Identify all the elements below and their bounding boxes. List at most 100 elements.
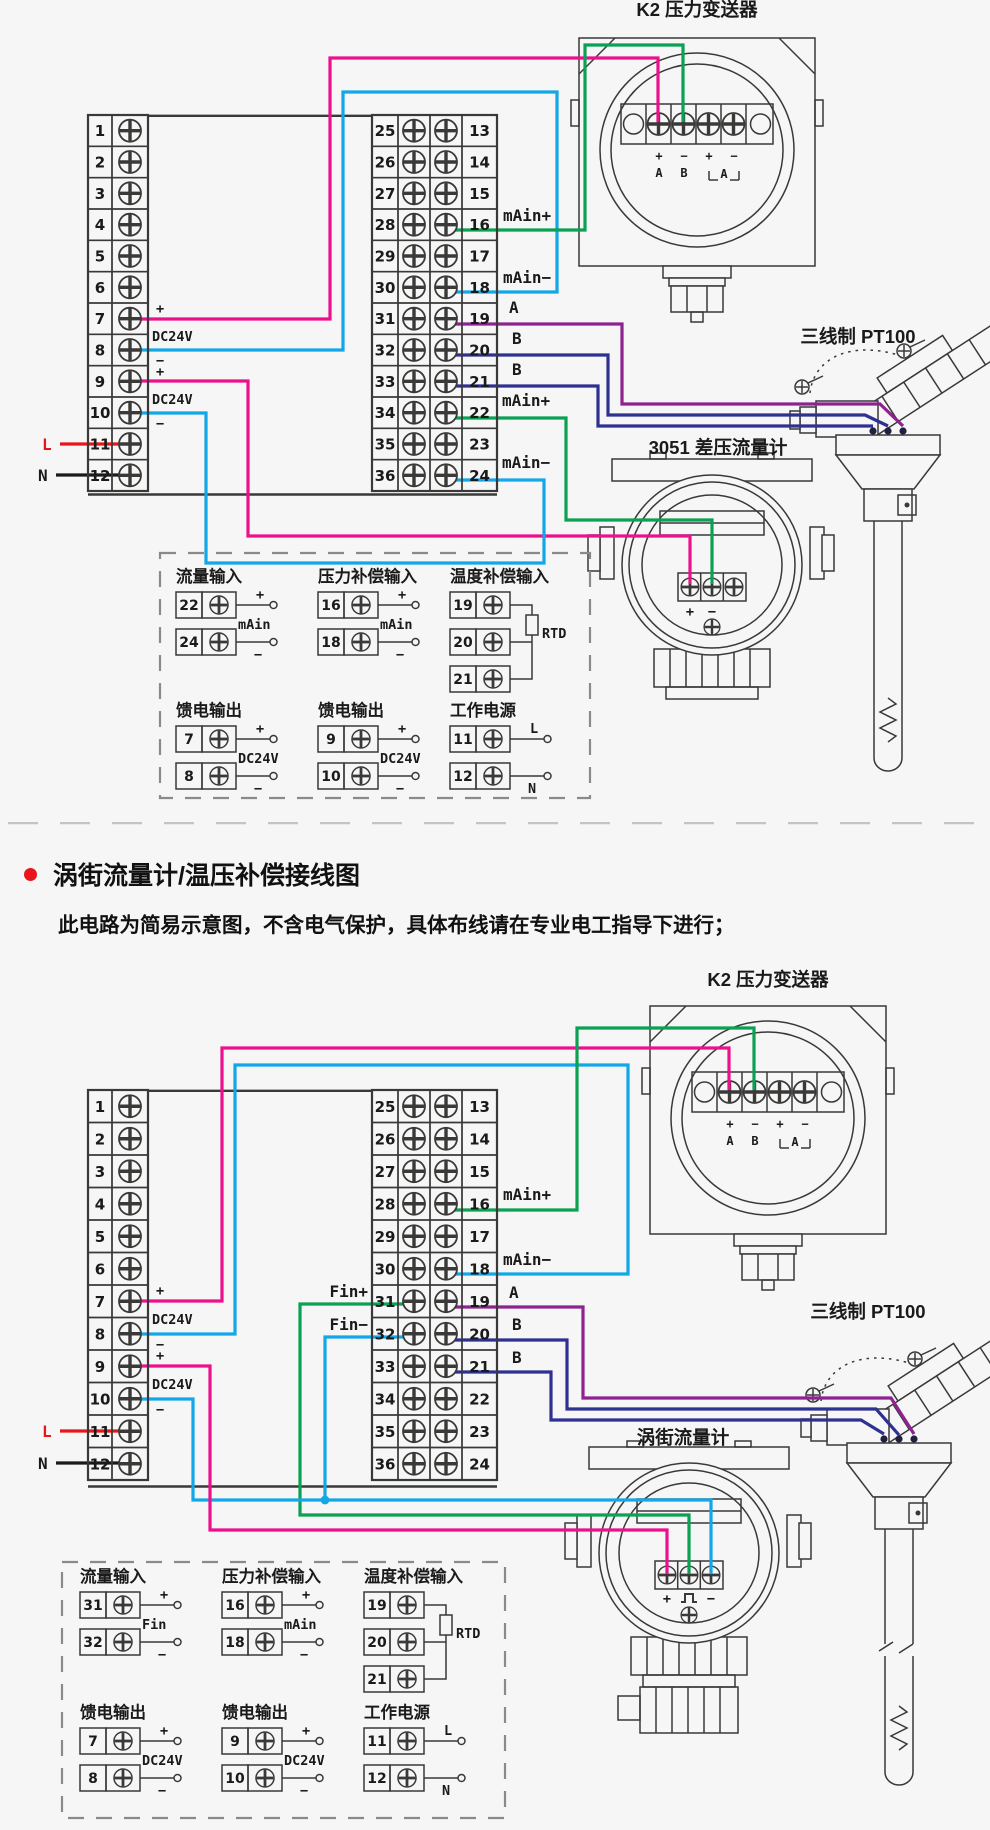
legend-terminal-number: 16 [225, 1598, 244, 1614]
terminal-number: 15 [469, 1163, 490, 1181]
terminal-number: 23 [469, 435, 490, 453]
open-terminal-icon [457, 1773, 466, 1783]
terminal-number: 7 [95, 1293, 105, 1311]
open-terminal-icon [315, 1600, 324, 1610]
screw-icon [433, 1256, 459, 1282]
meter-minus: − [707, 1591, 715, 1607]
screw-icon [350, 594, 372, 616]
legend-signal: mAin [380, 617, 413, 633]
legend-terminal-number: 19 [453, 598, 472, 614]
wire-junction-dot [320, 1495, 330, 1505]
screw-icon [401, 368, 427, 395]
screw-icon [401, 431, 427, 457]
screw-icon [433, 1418, 459, 1444]
wire-a-to-pt100 [446, 322, 905, 428]
screw-icon [117, 305, 143, 332]
legend-terminal-number: 8 [88, 1771, 98, 1787]
legend-title: 流量输入 [80, 1566, 147, 1586]
open-terminal-icon [411, 771, 420, 781]
screw-icon [208, 765, 230, 787]
screw-icon [350, 631, 372, 653]
screw-icon [401, 1158, 427, 1184]
terminal-number: 9 [95, 373, 105, 391]
power-label: − [156, 416, 164, 432]
legend-minus: − [396, 647, 404, 663]
open-terminal-icon [411, 637, 420, 647]
wire-a-to-pt100-b [446, 1305, 916, 1435]
wire-label: mAin− [503, 1250, 552, 1269]
terminal-number: 6 [95, 1260, 105, 1278]
legend-terminal-number: 9 [326, 732, 336, 748]
k2-terminal-b: B [680, 166, 687, 180]
rtd-resistor-icon [439, 1614, 453, 1636]
screw-icon [396, 1631, 418, 1653]
screw-icon [117, 1256, 143, 1282]
terminal-number: 5 [95, 247, 105, 265]
legend-live: L [530, 721, 538, 737]
legend-terminal-number: 7 [184, 732, 194, 748]
screw-icon [117, 368, 143, 395]
power-label: DC24V [152, 329, 193, 345]
open-terminal-icon [315, 1736, 324, 1746]
terminal-number: 16 [469, 1195, 490, 1213]
legend-minus: − [254, 781, 262, 797]
legend-plus: + [256, 721, 264, 737]
terminal-number: 13 [469, 122, 490, 140]
legend-terminal-number: 12 [453, 769, 472, 785]
screw-icon [117, 431, 143, 457]
legend-terminal-number: 10 [321, 769, 341, 785]
screw-icon [254, 1767, 276, 1789]
legend-plus: + [398, 587, 406, 603]
screw-icon [482, 594, 504, 616]
terminal-number: 35 [375, 435, 396, 453]
legend-terminal-number: 19 [367, 1598, 386, 1614]
pt100-top-probe [873, 521, 903, 772]
terminal-number: 22 [469, 1390, 490, 1408]
wire-b-to-pt100-2 [446, 384, 873, 428]
pt100-bottom [800, 1305, 990, 1530]
terminal-number: 11 [90, 1423, 111, 1441]
terminal-number: 18 [469, 1260, 490, 1278]
legend-terminal-number: 20 [367, 1635, 387, 1651]
terminal-number: 4 [95, 216, 105, 234]
wire-dc24v2-minus-to-vortex [132, 1397, 713, 1574]
screw-icon [401, 1288, 427, 1314]
vortex-title: 涡街流量计 [637, 1427, 730, 1448]
power-label: + [156, 301, 164, 317]
wire-fin-plus-to-vortex [298, 1302, 691, 1574]
meter-plus: + [663, 1591, 671, 1607]
screw-icon [401, 462, 427, 489]
legend-terminal-number: 20 [453, 635, 473, 651]
k2-sign: − [680, 149, 687, 163]
k2-terminal-a: A [655, 166, 663, 180]
terminal-number: 1 [95, 1098, 105, 1116]
screw-icon [401, 1321, 427, 1347]
power-label: L [42, 1422, 52, 1441]
terminal-number: 2 [95, 1130, 105, 1148]
legend-terminal-number: 10 [225, 1771, 245, 1787]
wire-label: B [512, 1348, 522, 1367]
open-terminal-icon [543, 734, 552, 744]
legend-terminal-number: 7 [88, 1734, 98, 1750]
screw-icon [254, 1594, 276, 1616]
legend-minus: − [396, 781, 404, 797]
meter-minus: − [708, 604, 716, 620]
screw-icon [401, 1093, 427, 1119]
terminal-number: 7 [95, 310, 105, 328]
legend-title: 压力补偿输入 [222, 1566, 322, 1586]
k2-transmitter-top [571, 38, 823, 322]
terminal-number: 28 [375, 1195, 396, 1213]
top-diagram-canvas: K2 压力变送器 三线制 PT100 3051 差压流量计 1251322614… [38, 0, 990, 800]
terminal-number: 4 [95, 1195, 105, 1213]
open-terminal-icon [173, 1773, 182, 1783]
terminal-number: 15 [469, 185, 490, 203]
screw-icon [433, 243, 459, 269]
block-border [86, 113, 150, 493]
wire-label: mAin+ [503, 1185, 552, 1204]
